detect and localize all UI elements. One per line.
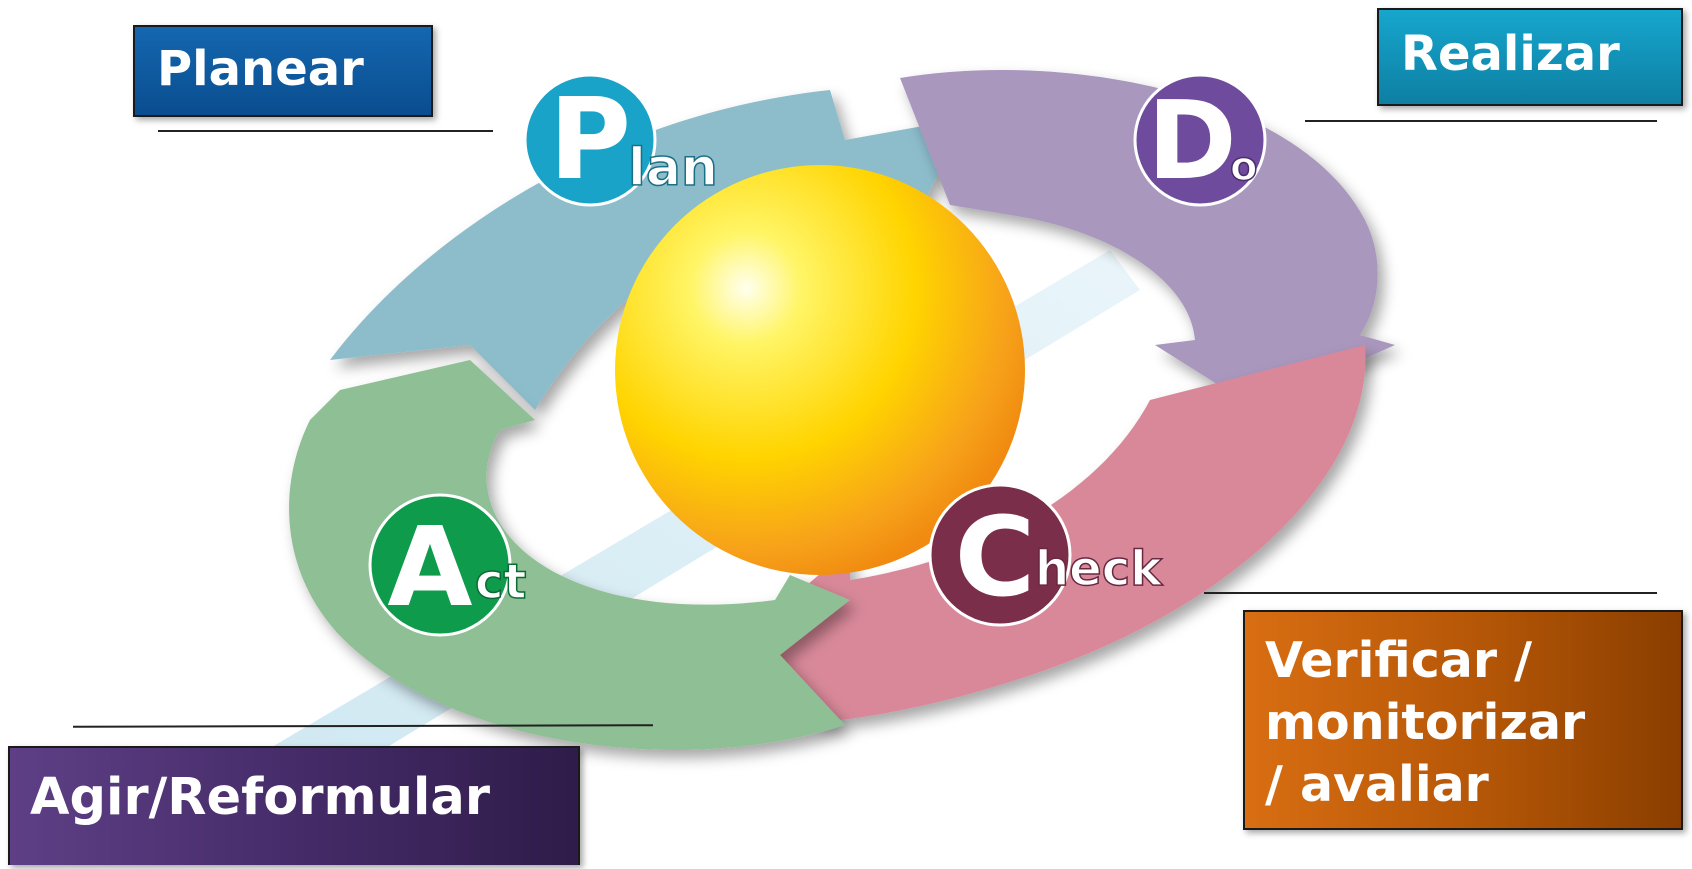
planear-label: Planear (133, 25, 433, 117)
do-arrow (900, 69, 1395, 409)
plan-rest: lan (628, 138, 718, 198)
act-arrow (289, 360, 850, 750)
realizar-text: Realizar (1401, 26, 1620, 82)
verificar-rule (1204, 592, 1657, 594)
planear-rule (158, 130, 493, 132)
check-initial: C (955, 493, 1036, 621)
act-initial: A (387, 503, 472, 631)
realizar-rule (1305, 120, 1657, 122)
act-rest: ct (475, 554, 526, 610)
planear-text: Planear (157, 41, 364, 97)
do-badge: D o (1133, 73, 1267, 207)
verificar-label: Verificar / monitorizar / avaliar (1243, 610, 1683, 830)
plan-initial: P (549, 75, 631, 205)
agir-label: Agir/Reformular (8, 746, 580, 865)
do-initial: D (1147, 79, 1237, 204)
center-sphere (615, 165, 1025, 575)
verificar-text-line1: Verificar / (1265, 632, 1532, 689)
verificar-text-line3: / avaliar (1265, 756, 1489, 813)
check-rest: heck (1035, 541, 1163, 597)
do-rest: o (1230, 144, 1257, 190)
agir-text: Agir/Reformular (30, 768, 490, 827)
check-badge: C heck (928, 483, 1164, 627)
plan-badge: P lan (523, 73, 719, 207)
verificar-text-line2: monitorizar (1265, 694, 1586, 751)
act-badge: A ct (368, 493, 527, 637)
realizar-label: Realizar (1377, 8, 1683, 106)
